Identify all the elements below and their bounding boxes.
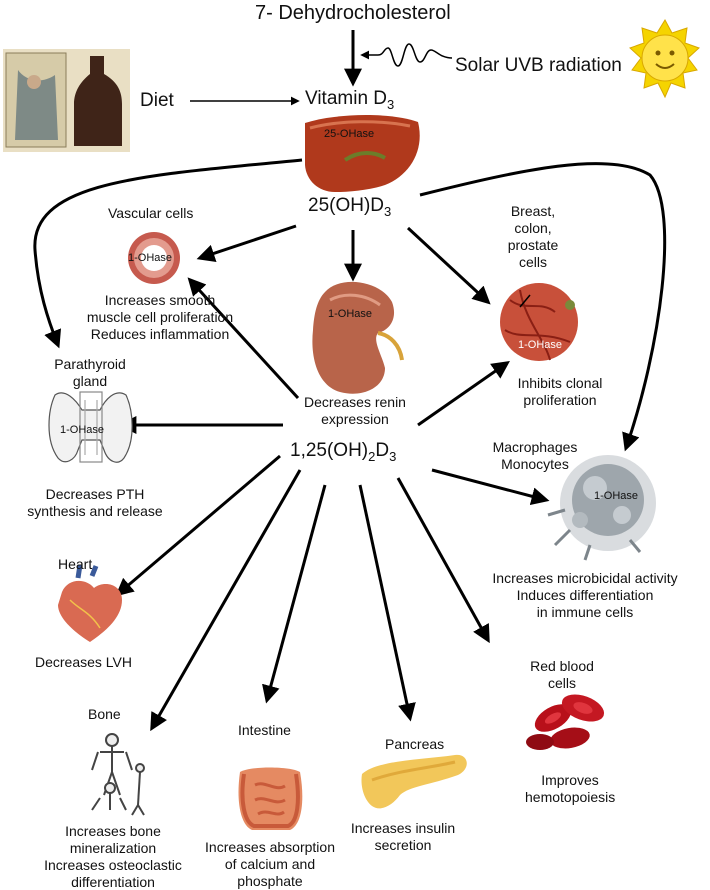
bone-effect: Increases bone mineralization Increases … [28,823,198,890]
kidney-effect: Decreases renin expression [300,394,410,428]
kidney-icon [312,282,402,394]
uvb-label: Solar UVB radiation [455,55,622,77]
sun-icon [630,20,699,97]
pancreas-effect: Increases insulin secretion [343,820,463,854]
liver-enzyme-label: 25-OHase [324,128,374,140]
skeleton-icon [92,734,144,815]
heart-effect: Decreases LVH [35,654,132,671]
liver-icon [305,115,420,192]
diet-photo-icon [3,49,130,152]
pancreas-title: Pancreas [385,736,444,753]
breast-effect: Inhibits clonal proliferation [510,375,610,409]
diet-label: Diet [140,90,174,112]
intestine-title: Intestine [238,722,291,739]
macrophage-title: Macrophages Monocytes [475,439,595,473]
vitamin-d3-label: Vitamin D3 [305,88,394,116]
intestine-icon [239,768,303,831]
rbc-effect: Improves hemotopoiesis [525,772,615,806]
pancreas-icon [361,755,466,809]
rbc-title: Red blood cells [522,658,602,692]
precursor-label: 7- Dehydrocholesterol [255,5,451,22]
calcidiol-label: 25(OH)D3 [308,195,391,223]
intestine-effect: Increases absorption of calcium and phos… [195,839,345,890]
bone-title: Bone [88,706,121,723]
kidney-enzyme-label: 1-OHase [328,308,372,320]
red-blood-cells-icon [526,689,608,751]
breast-enzyme-label: 1-OHase [518,339,562,351]
heart-icon [58,565,122,642]
heart-title: Heart [58,556,92,573]
vascular-title: Vascular cells [108,205,193,222]
macrophage-enzyme-label: 1-OHase [594,490,638,502]
parathyroid-effect: Decreases PTH synthesis and release [10,486,180,520]
calcitriol-label: 1,25(OH)2D3 [290,440,396,468]
vascular-effect: Increases smooth muscle cell proliferati… [75,292,245,343]
parathyroid-title: Parathyroid gland [40,356,140,390]
vascular-enzyme-label: 1-OHase [128,252,172,264]
breast-title: Breast, colon, prostate cells [498,203,568,271]
macrophage-effect: Increases microbicidal activity Induces … [475,570,695,621]
parathyroid-enzyme-label: 1-OHase [60,424,104,436]
